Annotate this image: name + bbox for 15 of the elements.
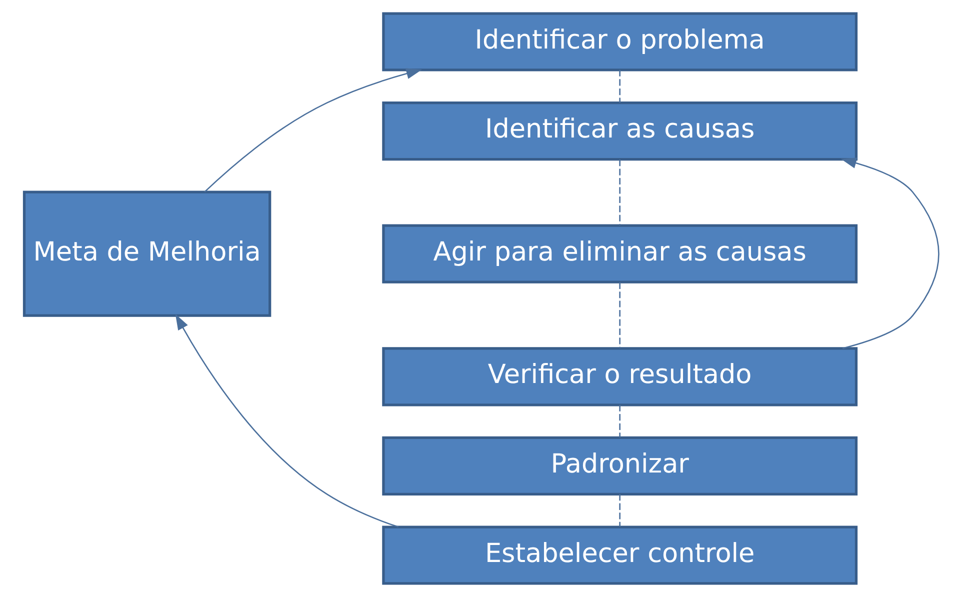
connector — [619, 160, 620, 226]
node-box: Padronizar — [382, 436, 858, 496]
node-box: Identificar as causas — [382, 102, 858, 161]
arrow — [204, 68, 422, 192]
node-box: Identificar o problema — [382, 12, 858, 72]
connector — [619, 494, 620, 527]
node-box: Estabelecer controle — [382, 526, 858, 585]
node-box: Agir para eliminar as causas — [382, 224, 858, 284]
node-box: Verificar o resultado — [382, 347, 858, 406]
node-box: Meta de Melhoria — [22, 190, 272, 317]
connector — [619, 404, 620, 438]
connector — [619, 70, 620, 102]
connector — [619, 282, 620, 348]
arrow — [840, 158, 940, 349]
arrow — [175, 314, 399, 528]
